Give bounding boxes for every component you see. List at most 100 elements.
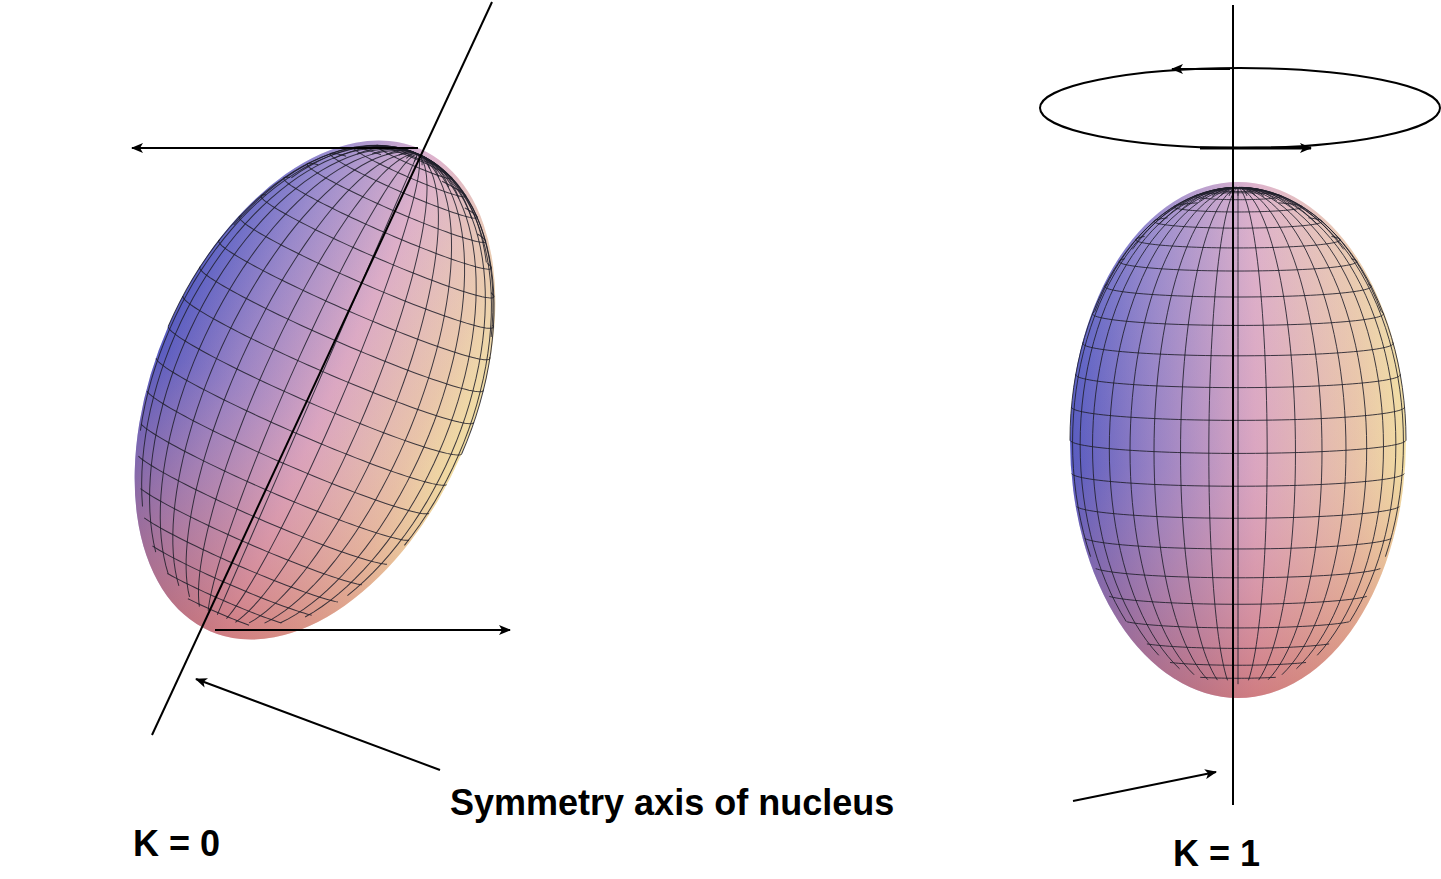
grid-line [1070,440,1406,453]
grid-line [1109,596,1366,604]
grid-line [107,94,417,551]
grid-line [1195,193,1282,200]
grid-line [1238,188,1295,680]
grid-line [1174,203,1303,212]
grid-line [1170,662,1306,665]
grid-line [1095,188,1238,312]
grid-line [1181,188,1238,680]
grid-line [1392,342,1394,343]
grid-line [151,546,312,619]
grid-line [178,296,474,435]
grid-line [1077,507,1400,519]
grid-line [1238,188,1267,681]
grid-line [219,154,491,642]
grid-line [389,154,515,262]
grid-line [1154,218,1322,228]
grid-line [1351,259,1357,262]
motion-arrow [132,147,418,149]
grid-line [1216,188,1260,192]
axis-label: Symmetry axis of nucleus [450,785,894,821]
surface-grid [1070,187,1406,684]
grid-line [1085,539,1392,549]
grid-line [492,325,494,327]
grid-line [1093,312,1384,325]
grid-line [1400,374,1401,376]
grid-line [1096,569,1381,578]
nucleus-k1 [1070,182,1406,698]
grid-line [128,91,418,488]
grid-line [362,154,546,337]
grid-line [146,122,418,610]
grid-line [1071,407,1404,420]
grid-line [1200,677,1276,679]
grid-line [1105,284,1372,297]
grid-line [483,389,484,391]
grid-line [245,154,555,611]
motion-arrow [215,629,510,631]
grid-line [1238,188,1396,622]
grid-line [1076,374,1401,388]
grid-line [1080,188,1238,622]
grid-line [1132,188,1238,250]
grid-line [217,154,417,615]
grid-line [1154,188,1238,680]
grid-line [1109,188,1238,669]
symmetry-axis [1232,5,1234,805]
nucleus-k0 [63,85,566,695]
grid-line [410,154,456,187]
grid-line [137,424,409,550]
grid-line [304,161,487,250]
grid-line [1368,284,1371,286]
symmetry-axis [152,2,492,735]
grid-line [1147,644,1329,648]
grid-line [1308,218,1322,222]
grid-line [188,599,250,626]
grid-line [1238,188,1381,312]
k-value-label: K = 1 [1173,836,1260,872]
grid-line [490,293,495,297]
grid-line [440,181,467,196]
grid-line [1070,188,1238,440]
grid-line [168,90,417,390]
grid-line [217,154,467,636]
grid-line [1331,236,1340,239]
grid-line [1136,236,1341,247]
grid-line [112,105,418,598]
grid-line [1238,188,1344,250]
grid-line [486,263,492,268]
grid-line [224,154,530,647]
grid-line [1278,203,1302,207]
grid-line [1238,188,1239,685]
leader-arrow [196,679,440,770]
leader-arrow [1073,772,1216,801]
grid-line [222,154,512,645]
grid-line [195,267,484,403]
grid-line [163,326,462,466]
grid-line [192,143,418,615]
grid-line [272,154,562,551]
grid-line [463,208,479,218]
grid-line [476,234,487,242]
grid-line [138,489,362,592]
grid-line [217,154,443,626]
grid-line [142,518,338,608]
grid-line [103,99,417,585]
grid-line [1073,188,1238,557]
grid-line [352,144,468,202]
rotation-arrow [1040,68,1440,148]
grid-line [135,456,387,573]
grid-line [328,150,479,224]
grid-line [1238,188,1322,680]
grid-line [1382,312,1384,314]
grid-line [142,391,429,524]
grid-line [489,357,490,359]
grid-line [1083,342,1393,356]
grid-line [386,142,418,165]
k-value-label: K = 0 [133,826,220,862]
rotation-arrowhead [1200,147,1311,150]
grid-line [1093,188,1238,656]
grid-line [1127,622,1349,628]
surface-grid [71,90,565,679]
rotation-arrowhead [1172,68,1230,70]
